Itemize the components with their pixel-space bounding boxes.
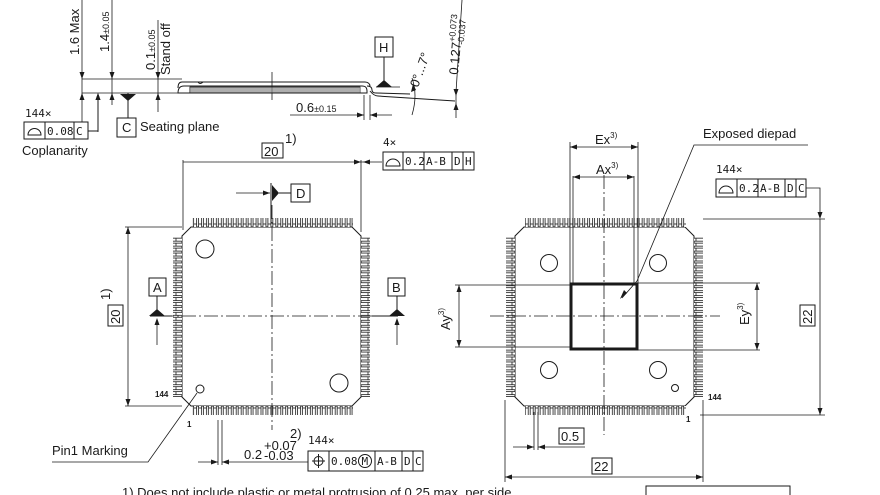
leads-top <box>525 218 686 227</box>
seating-plane-label: Seating plane <box>140 119 220 134</box>
mmc-modifier-icon <box>358 454 372 468</box>
svg-text:A-B: A-B <box>760 182 780 195</box>
datum-c-box <box>116 117 137 138</box>
lead-width-tol-minus: -0.03 <box>264 448 294 463</box>
datum-c: C <box>122 120 131 135</box>
datum-d-box <box>290 183 311 203</box>
lead-span-x-box <box>591 457 613 475</box>
package-body-bottom <box>514 226 695 407</box>
datum-a: A <box>153 280 162 295</box>
lead-span-y: 22 <box>800 310 815 324</box>
pin-144-label: 144 <box>155 390 169 399</box>
foot-length-label: 0.6±0.15 <box>296 100 337 115</box>
pin1-marking-label: Pin1 Marking <box>52 443 128 458</box>
lead-angle-label: 0°...7° <box>407 50 433 89</box>
standoff-value: 0.1±0.05 <box>143 29 158 70</box>
svg-text:C: C <box>76 125 83 138</box>
svg-text:A-B: A-B <box>426 155 446 168</box>
profile-count: 4× <box>383 136 396 149</box>
leads-right <box>361 237 370 397</box>
svg-text:H: H <box>465 155 472 168</box>
coplanarity-frame: 0.08 C <box>23 121 89 140</box>
leads-left <box>506 237 515 397</box>
lead-span-y-box <box>799 304 816 327</box>
body-height-box <box>107 304 124 327</box>
profile-frame-top: 0.2 A-B D H <box>382 151 475 171</box>
profile-count-bottom: 144× <box>716 163 743 176</box>
datum-b: B <box>392 280 401 295</box>
svg-text:D: D <box>404 455 411 468</box>
svg-text:A-B: A-B <box>377 455 397 468</box>
svg-text:C: C <box>415 455 422 468</box>
svg-text:D: D <box>787 182 794 195</box>
position-icon <box>312 454 325 468</box>
package-body <box>181 226 362 407</box>
datum-d: D <box>296 186 305 201</box>
leads-bottom <box>525 406 686 415</box>
profile-surface-icon <box>27 128 42 136</box>
profile-surface-icon <box>718 185 734 194</box>
body-width: 20 <box>264 144 278 159</box>
body-height: 20 <box>108 310 123 324</box>
side-view: 1.6 Max 1.4±0.05 0.1±0.05 Stand off H 0.… <box>22 0 468 158</box>
body-width-box <box>261 142 284 159</box>
lead-width-tol-plus: +0.07 <box>264 438 297 453</box>
top-view: 20 1) 4× 0.2 A-B D H D <box>52 131 475 472</box>
body-height-label: 1.4±0.05 <box>97 11 112 52</box>
profile-surface-icon <box>385 158 401 167</box>
lead-width-note: 2) <box>290 426 302 441</box>
standoff-label: Stand off <box>158 23 173 75</box>
pin-1-label-bottom: 1 <box>686 415 691 424</box>
pitch-box <box>558 427 585 445</box>
profile-frame-bottom: 0.2 A-B D C <box>715 178 807 198</box>
svg-text:D: D <box>454 155 461 168</box>
height-max-label: 1.6 Max <box>67 8 82 55</box>
ey-label: Ey3) <box>736 302 752 325</box>
svg-text:C: C <box>798 182 805 195</box>
pitch-label: 0.5 <box>561 429 579 444</box>
leads-right <box>694 237 703 397</box>
leads-bottom <box>192 406 353 415</box>
body-width-note: 1) <box>285 131 297 146</box>
position-count: 144× <box>308 434 335 447</box>
ax-label: Ax3) <box>596 161 619 177</box>
pin-1-label: 1 <box>187 420 192 429</box>
bottom-view: Ex3) Ax3) Exposed diepad 144× 0.2 A-B D … <box>437 126 825 482</box>
svg-text:0.2: 0.2 <box>405 155 425 168</box>
ay-label: Ay3) <box>437 308 453 330</box>
leads-top <box>192 218 353 227</box>
title-block-box <box>645 485 791 495</box>
note-1: 1) Does not include plastic or metal pro… <box>122 485 511 495</box>
lead-span-x: 22 <box>594 459 608 474</box>
leads-left <box>173 237 182 397</box>
body-height-note: 1) <box>98 288 113 300</box>
coplanarity-count: 144× <box>25 107 52 120</box>
coplanarity-label: Coplanarity <box>22 143 88 158</box>
svg-text:0.08: 0.08 <box>331 455 358 468</box>
lead-width-label: 0.2 <box>244 447 262 462</box>
svg-text:M: M <box>362 455 369 468</box>
lead-thickness-label: 0.127+0.073-0.037 <box>444 14 468 76</box>
ex-label: Ex3) <box>595 131 618 147</box>
svg-text:0.2: 0.2 <box>739 182 759 195</box>
datum-h: H <box>379 40 388 55</box>
position-frame: 0.08 M A-B D C <box>307 450 424 472</box>
svg-text:0.08: 0.08 <box>47 125 74 138</box>
side-leads <box>189 86 361 94</box>
exposed-diepad <box>569 282 639 351</box>
pin1-marker <box>195 384 205 394</box>
pin-144-label-bottom: 144 <box>708 393 722 402</box>
exposed-diepad-label: Exposed diepad <box>703 126 796 141</box>
